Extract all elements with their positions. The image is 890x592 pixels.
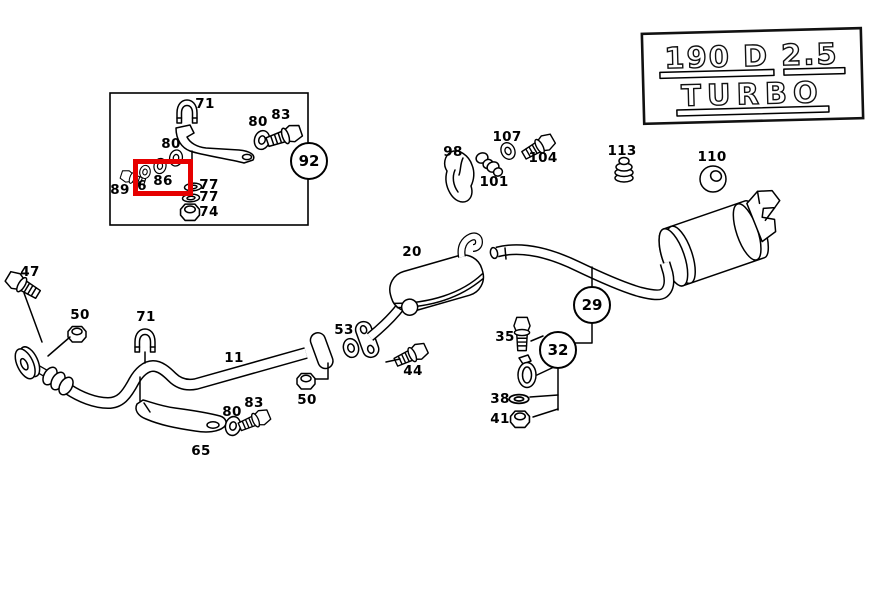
pipe-end-flange-drawing xyxy=(309,332,334,370)
hanger-98-drawing xyxy=(443,150,475,203)
nut-74-drawing xyxy=(179,203,201,222)
washer-107-drawing xyxy=(497,139,519,163)
clamp-drawing xyxy=(517,354,537,389)
nut-50-upper-drawing xyxy=(67,325,87,343)
leader-47 xyxy=(23,292,43,343)
u-clamp-71-main-drawing xyxy=(134,328,156,353)
leader-50-upper xyxy=(47,336,71,357)
nut-50-mid-drawing xyxy=(296,372,316,390)
rear-pipe-drawing xyxy=(489,244,675,301)
muffler-inlet-flange-drawing xyxy=(354,320,380,359)
washer-38-drawing xyxy=(508,393,530,405)
highlight-box-part-86 xyxy=(133,159,193,196)
buffer-113-drawing xyxy=(614,156,634,183)
bolt-35-drawing xyxy=(513,316,531,352)
front-flange-drawing xyxy=(14,346,41,380)
grommets-101-drawing xyxy=(475,152,504,177)
connector-29-32 xyxy=(573,320,593,344)
front-pipe-drawing xyxy=(14,346,308,409)
leader-clamp xyxy=(536,366,555,376)
nut-41-drawing xyxy=(509,410,531,429)
leader-44 xyxy=(385,358,401,363)
gasket-53-drawing xyxy=(340,336,362,360)
bracket-65-drawing xyxy=(135,399,227,433)
bolt-104-drawing xyxy=(519,130,558,164)
leader-38 xyxy=(529,394,559,398)
model-badge: 190 D 2.5 TURBO xyxy=(640,26,865,126)
leader-41 xyxy=(532,408,559,418)
muffler-outlet-hook-drawing xyxy=(457,232,484,258)
tail-bracket-drawing xyxy=(746,189,781,243)
bolt-83-bottom-drawing xyxy=(236,406,273,435)
ring-110-drawing xyxy=(699,165,727,193)
center-muffler-20-drawing xyxy=(389,254,485,316)
rear-muffler-drawing xyxy=(658,189,781,287)
leader-50-mid xyxy=(314,362,329,380)
bolt-44-drawing xyxy=(391,340,431,371)
leader-35 xyxy=(530,335,544,342)
bolt-47-drawing xyxy=(2,268,44,303)
